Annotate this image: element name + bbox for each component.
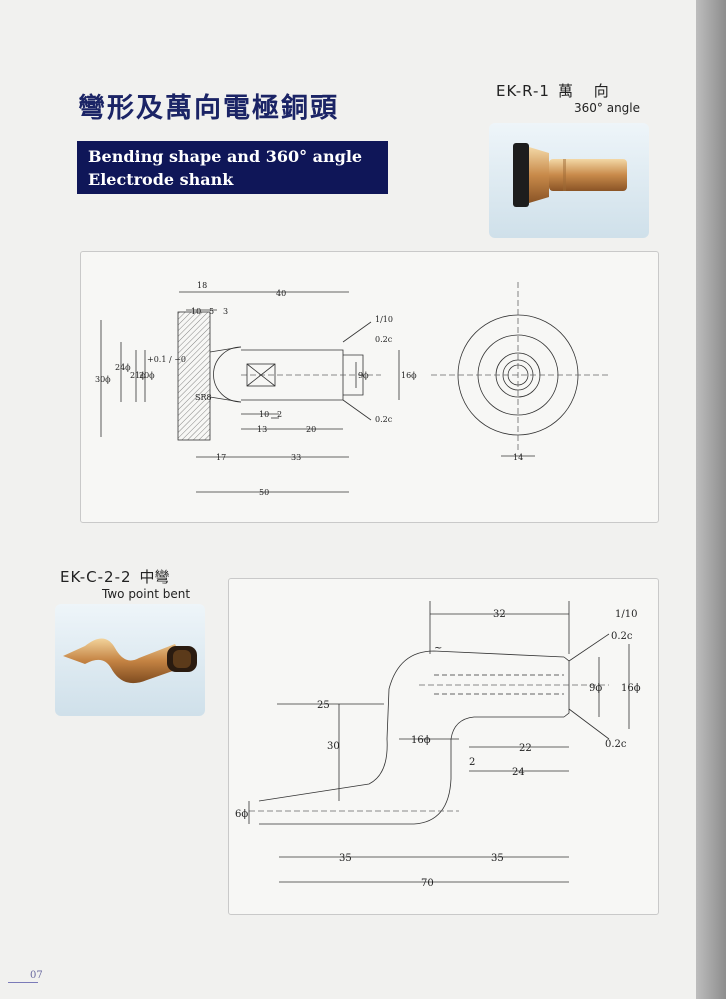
d2-dim-16b: 16ϕ — [411, 735, 431, 746]
d1-dim-20-tol: +0.1 / −0 — [147, 355, 186, 364]
d1-dim-30: 30ϕ — [95, 375, 111, 384]
model1-label: EK-R-1 萬 向 360° angle — [496, 80, 640, 115]
page-number: 07 — [30, 970, 43, 981]
d2-dim-2: 2 — [469, 757, 475, 768]
model2-label: EK-C-2-2 中彎 Two point bent — [60, 566, 190, 601]
d1-dim-33: 33 — [291, 453, 301, 462]
d1-dim-50: 50 — [259, 488, 269, 497]
d1-dim-16: 16ϕ — [401, 371, 417, 380]
page-title-english: Bending shape and 360° angle Electrode s… — [77, 141, 388, 194]
d1-dim-10: 10 — [191, 307, 201, 316]
d1-dim-2: 2 — [277, 410, 282, 419]
d2-dim-32: 32 — [493, 609, 506, 620]
d2-dim-9: 9ϕ — [589, 683, 602, 694]
d1-dim-18: 18 — [197, 281, 207, 290]
d1-dim-5: 5 — [209, 307, 214, 316]
d1-dim-17: 17 — [216, 453, 226, 462]
d1-dim-3: 3 — [223, 307, 228, 316]
d1-chamfer-bottom: 0.2c — [375, 415, 393, 424]
d1-dim-14: 14 — [513, 453, 523, 462]
d2-chamfer-top: 0.2c — [611, 631, 633, 642]
model2-subtitle: Two point bent — [102, 587, 191, 601]
model2-name-cn: 中彎 — [139, 568, 170, 586]
d1-dim-13: 13 — [257, 425, 267, 434]
d1-sphere-radius: SR8 — [195, 393, 212, 402]
d2-dim-35b: 35 — [491, 853, 504, 864]
d1-dim-21: 21ϕ — [130, 371, 146, 380]
d1-taper: 1/10 — [375, 315, 393, 324]
d1-dim-24: 24ϕ — [115, 363, 131, 372]
page-edge-shadow — [696, 0, 726, 999]
model1-name-cn: 萬 向 — [557, 82, 617, 100]
d2-dim-30: 30 — [327, 741, 340, 752]
page-number-rule — [8, 982, 38, 983]
d2-dim-35a: 35 — [339, 853, 352, 864]
d1-dim-10b: 10 — [259, 410, 269, 419]
drawing1-panel: 18 10 5 3 40 1/10 0.2c 0.2c 30ϕ 24ϕ 21ϕ … — [80, 251, 659, 523]
d2-dim-6: 6ϕ — [235, 809, 248, 820]
model2-code: EK-C-2-2 — [60, 568, 132, 586]
d2-tilde: ~ — [434, 643, 442, 654]
catalog-page: 彎形及萬向電極銅頭 Bending shape and 360° angle E… — [0, 0, 696, 999]
model1-subtitle: 360° angle — [574, 101, 641, 115]
model1-photo — [489, 123, 649, 238]
drawing2-panel: 32 1/10 0.2c ~ 9ϕ 16ϕ 25 30 16ϕ 22 2 24 … — [228, 578, 659, 915]
d1-dim-20b: 20 — [306, 425, 316, 434]
d1-chamfer-top: 0.2c — [375, 335, 393, 344]
d2-dim-22: 22 — [519, 743, 532, 754]
d1-dim-20: 20ϕ — [139, 371, 155, 380]
d2-dim-70: 70 — [421, 878, 434, 889]
d2-taper: 1/10 — [615, 609, 637, 620]
d2-dim-24: 24 — [512, 767, 525, 778]
model2-photo — [55, 604, 205, 716]
d2-chamfer-bottom: 0.2c — [605, 739, 627, 750]
title-english-line1: Bending shape and 360° angle — [88, 147, 363, 166]
d1-dim-9: 9ϕ — [358, 371, 369, 380]
d2-dim-16: 16ϕ — [621, 683, 641, 694]
model1-code: EK-R-1 — [496, 82, 550, 100]
page-title-chinese: 彎形及萬向電極銅頭 — [78, 93, 339, 124]
d2-dim-25: 25 — [317, 700, 330, 711]
d1-dim-40: 40 — [276, 289, 286, 298]
title-english-line2: Electrode shank — [88, 170, 234, 189]
